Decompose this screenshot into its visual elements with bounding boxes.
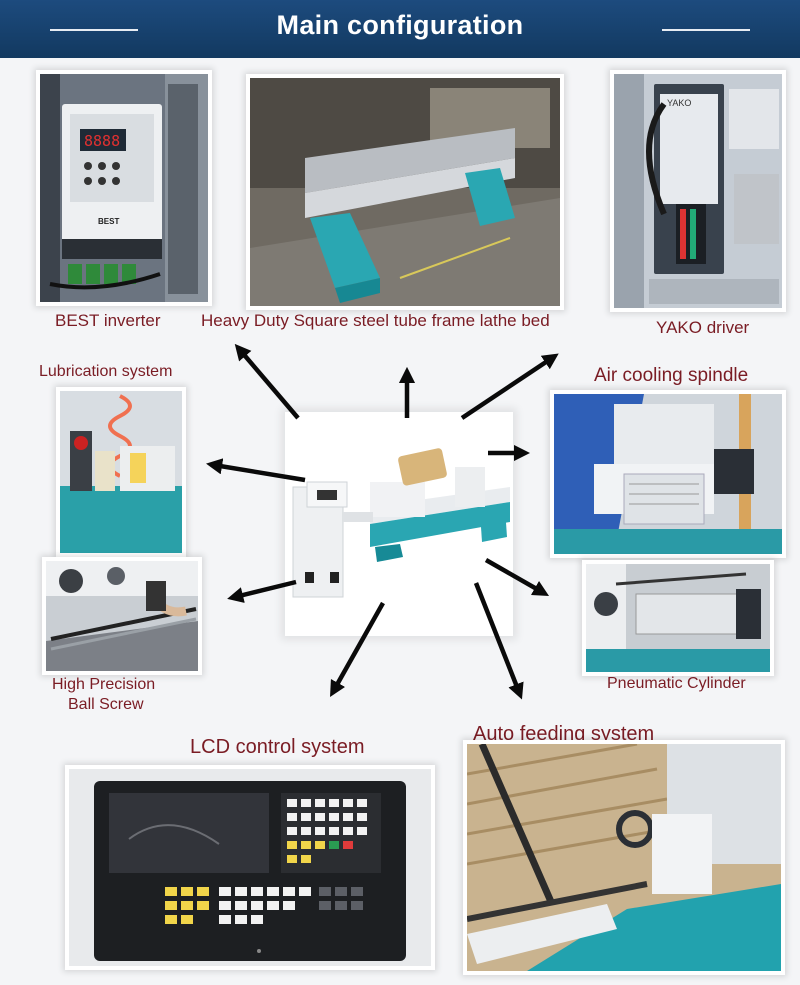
label-ball-screw-1: High Precision (52, 676, 156, 693)
ball-screw-photo (42, 557, 202, 675)
inverter-display-text: 8888 (84, 132, 120, 150)
driver-brand-text: YAKO (667, 98, 691, 108)
label-inverter: BEST inverter (55, 311, 161, 330)
spindle-photo (550, 390, 786, 558)
arrow-to-auto-feed (473, 582, 524, 700)
header-rule-left (50, 29, 138, 31)
auto-feed-photo (463, 740, 785, 975)
arrow-to-ball-screw (227, 579, 297, 603)
lathe-bed-photo (246, 74, 564, 310)
label-auto-feed: Auto feeding system (473, 723, 655, 745)
lcd-photo (65, 765, 435, 970)
arrow-to-inverter (234, 343, 300, 420)
page-title: Main configuration (276, 10, 524, 40)
arrow-to-driver (460, 353, 559, 420)
label-driver: YAKO driver (656, 318, 750, 337)
label-lubrication: Lubrication system (39, 363, 173, 380)
arrow-to-lubrication (206, 458, 306, 483)
label-ball-screw-2: Ball Screw (68, 696, 144, 713)
arrow-to-lcd (330, 601, 385, 698)
label-cylinder: Pneumatic Cylinder (607, 675, 746, 692)
page-header: Main configuration (0, 0, 800, 58)
driver-photo: YAKO (610, 70, 786, 312)
inverter-photo: 8888 BEST (36, 70, 212, 306)
arrow-to-cylinder (484, 558, 550, 597)
cylinder-photo (582, 560, 774, 676)
inverter-brand-text: BEST (98, 217, 119, 226)
label-spindle: Air cooling spindle (594, 365, 749, 386)
header-rule-right (662, 29, 750, 31)
label-lcd: LCD control system (190, 736, 365, 758)
machine-center-photo (285, 412, 513, 636)
label-lathe-bed: Heavy Duty Square steel tube frame lathe… (201, 311, 550, 330)
lubrication-photo (56, 387, 186, 557)
